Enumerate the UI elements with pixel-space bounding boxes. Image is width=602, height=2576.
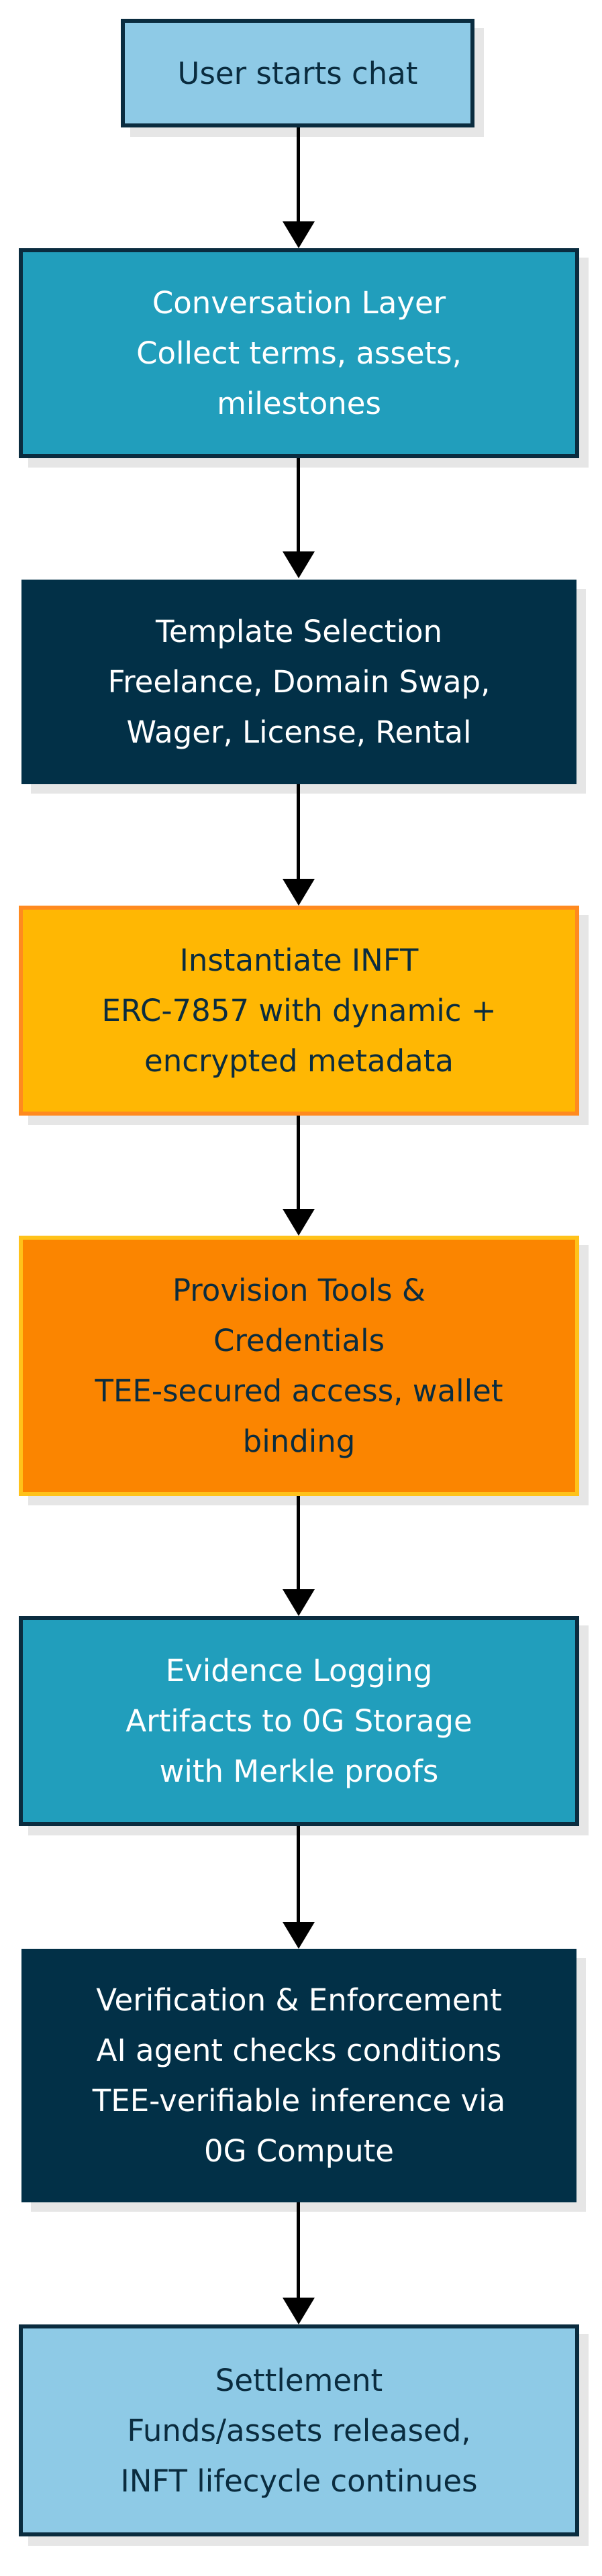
node-line: TEE-verifiable inference via bbox=[92, 2083, 506, 2118]
node-line: encrypted metadata bbox=[144, 1043, 454, 1079]
node-line: Conversation Layer bbox=[152, 285, 446, 321]
edge-line bbox=[297, 1496, 300, 1597]
node-line: milestones bbox=[217, 386, 381, 421]
edge-line bbox=[297, 127, 300, 228]
node-line: 0G Compute bbox=[203, 2133, 394, 2169]
node-instantiate-inft: Instantiate INFT ERC-7857 with dynamic +… bbox=[19, 906, 579, 1116]
node-line: INFT lifecycle continues bbox=[120, 2463, 478, 2499]
node-evidence-logging: Evidence Logging Artifacts to 0G Storage… bbox=[19, 1616, 579, 1826]
edge-line bbox=[297, 1826, 300, 1927]
arrow-head-icon bbox=[283, 221, 315, 248]
node-user-starts-chat: User starts chat bbox=[121, 19, 474, 127]
node-line: ERC-7857 with dynamic + bbox=[101, 993, 497, 1028]
node-line: Freelance, Domain Swap, bbox=[107, 664, 491, 700]
node-line: Instantiate INFT bbox=[179, 943, 419, 978]
node-line: Wager, License, Rental bbox=[126, 714, 472, 750]
node-line: TEE-secured access, wallet bbox=[95, 1373, 503, 1409]
node-line: binding bbox=[242, 1424, 356, 1459]
node-line: Collect terms, assets, bbox=[136, 335, 462, 371]
node-line: User starts chat bbox=[177, 55, 418, 91]
node-line: AI agent checks conditions bbox=[96, 2033, 502, 2068]
node-verification-enforcement: Verification & Enforcement AI agent chec… bbox=[21, 1949, 576, 2202]
arrow-head-icon bbox=[283, 1209, 315, 1236]
node-line: Verification & Enforcement bbox=[96, 1982, 502, 2018]
arrow-head-icon bbox=[283, 2298, 315, 2324]
arrow-head-icon bbox=[283, 1589, 315, 1616]
node-conversation-layer: Conversation Layer Collect terms, assets… bbox=[19, 248, 579, 458]
node-line: Credentials bbox=[213, 1323, 385, 1358]
arrow-head-icon bbox=[283, 879, 315, 906]
node-provision-tools: Provision Tools & Credentials TEE-secure… bbox=[19, 1236, 579, 1496]
edge-line bbox=[297, 2202, 300, 2303]
edge-line bbox=[297, 458, 300, 559]
node-line: Artifacts to 0G Storage bbox=[126, 1703, 472, 1739]
edge-line bbox=[297, 784, 300, 885]
arrow-head-icon bbox=[283, 1922, 315, 1949]
edge-line bbox=[297, 1116, 300, 1216]
node-line: Provision Tools & bbox=[172, 1273, 426, 1308]
node-line: Settlement bbox=[215, 2362, 383, 2398]
arrow-head-icon bbox=[283, 551, 315, 578]
node-settlement: Settlement Funds/assets released, INFT l… bbox=[19, 2324, 579, 2536]
node-line: Funds/assets released, bbox=[127, 2412, 471, 2449]
node-line: Template Selection bbox=[155, 614, 443, 649]
node-line: Evidence Logging bbox=[165, 1653, 433, 1688]
node-template-selection: Template Selection Freelance, Domain Swa… bbox=[21, 580, 576, 784]
node-line: with Merkle proofs bbox=[159, 1754, 439, 1789]
